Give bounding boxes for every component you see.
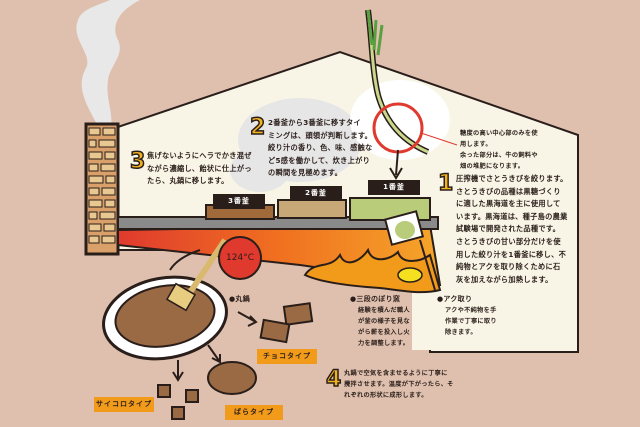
step-3-number: 3: [129, 149, 146, 174]
temperature-badge: 124°C: [218, 236, 262, 280]
smoke-icon: [76, 0, 140, 130]
kettle-2: [277, 199, 347, 219]
cane-note: 糖度の高い中心部のみを使 用します。 余った部分は、牛の飼料や 畑の堆肥になりま…: [460, 130, 538, 170]
pot-note: ●丸鍋: [229, 295, 251, 303]
kettle-1-label: 1番釜: [368, 180, 420, 195]
step-4-text: 丸鍋で空気を含ませるように丁寧に 攪拌させます。温度が下がったら、そ れぞれの形…: [344, 370, 454, 399]
step-4-number: 4: [325, 367, 342, 392]
bara-type-piece: [207, 361, 257, 395]
kettle-2-label: 2番釜: [290, 186, 342, 201]
step-1-number: 1: [437, 171, 454, 196]
bara-type-label: ばらタイプ: [225, 405, 283, 420]
scum-note: ●アク取り アクや不純物を手 作業で丁寧に取り 除きます。: [437, 295, 497, 336]
dice-type-pieces: [157, 384, 199, 420]
kiln-note: ●三段のぼり窯 経験を積んだ職人 が釜の様子を見な がら薪を投入し火 力を調整し…: [350, 295, 410, 347]
scum-box: [412, 282, 554, 350]
step-1-text: 圧搾機でさとうきびを絞ります。 さとうきびの品種は黒糖づくり に適した黒海道を主…: [456, 174, 568, 284]
choco-type-pieces: [259, 302, 314, 344]
dice-type-label: サイコロタイプ: [94, 397, 154, 412]
step-2-text: 2番釜から3番釜に移すタイ ミングは、頭領が判断します。 絞り汁の香り、色、味、…: [268, 118, 373, 178]
choco-type-label: チョコタイプ: [257, 349, 317, 364]
kettle-3-label: 3番釜: [213, 194, 265, 209]
step-3-text: 焦げないようにヘラでかき混ぜ ながら濃縮し、飴状に仕上がっ たら、丸鍋に移します…: [147, 151, 252, 186]
step-2-number: 2: [249, 115, 266, 140]
arrow-down-icon: [389, 149, 403, 180]
